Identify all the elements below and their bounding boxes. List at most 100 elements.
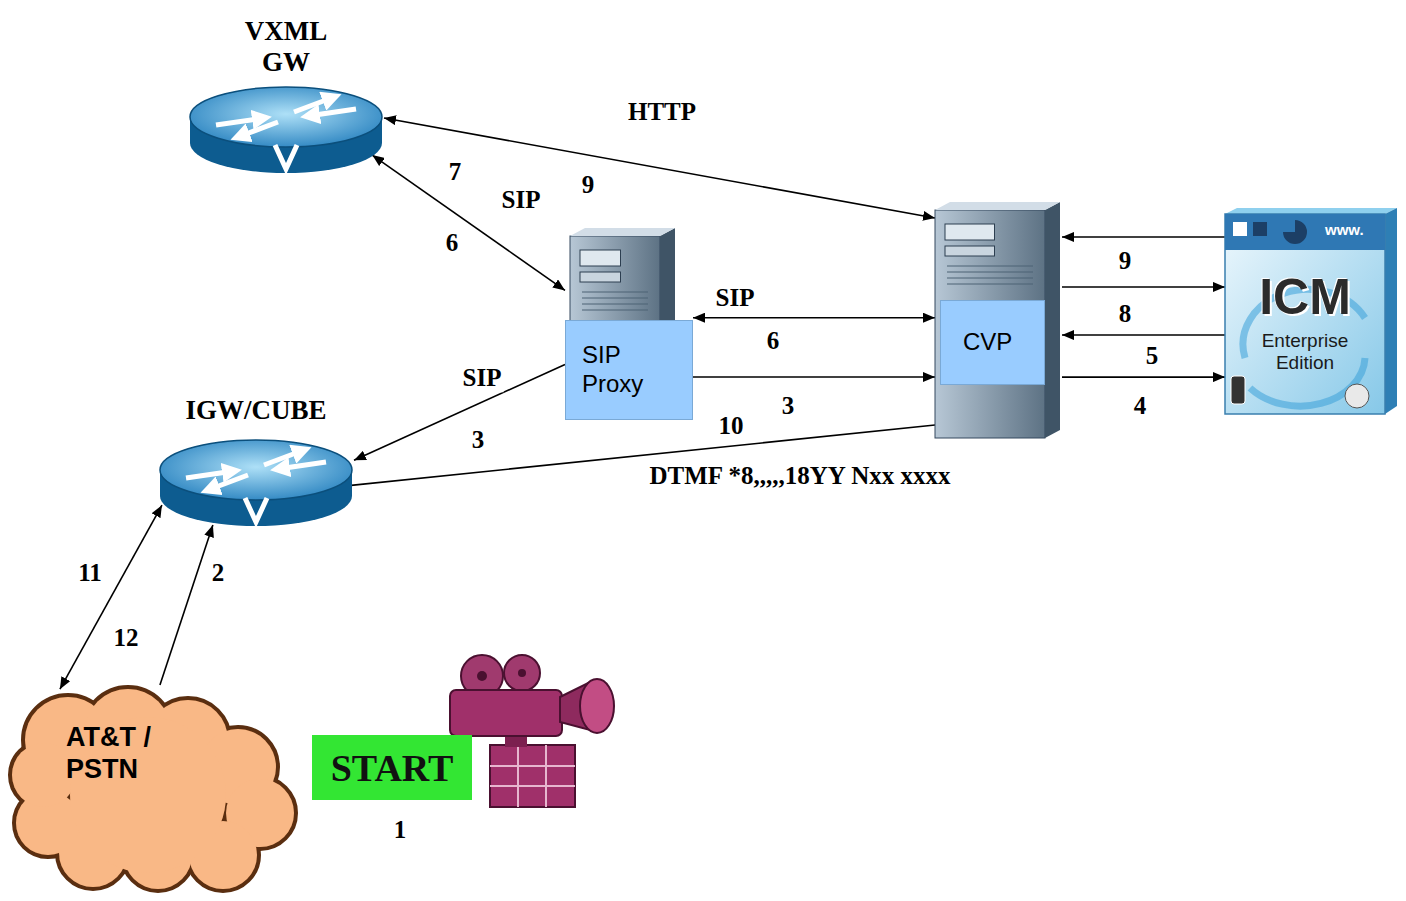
vent-line [947,272,1033,273]
edge-label: 11 [76,559,104,587]
drive-bay [580,250,621,266]
callout-number: 12 [112,624,141,652]
router-arrow [278,462,326,469]
connector [1062,286,1225,288]
gateway-router: VXML GW [188,8,384,174]
callout-number: SIP [461,364,504,392]
server-tower [565,228,693,332]
edge-label: 5 [1144,342,1161,370]
edge-label: SIP [500,186,543,214]
vent-line [947,278,1033,279]
connector [160,525,213,685]
server-name: CVP [963,328,1012,357]
tower-top [935,202,1060,210]
connector [1062,334,1225,336]
small-icon [1253,222,1267,236]
vent-line [582,304,648,305]
icon-side [1385,208,1397,414]
callout-number: 6 [444,229,461,257]
cvp-server: CVP [935,202,1062,438]
reel-hub [477,671,487,681]
case-grid [490,745,575,807]
icm-icon: www. ICM Enterprise Edition [1225,208,1397,418]
tower-side [1045,202,1060,438]
device-name: VXML GW [231,16,341,78]
router-arrow [308,109,356,116]
mail-icon [1345,384,1369,408]
connector [60,505,162,689]
start-label: START [331,746,454,790]
router-top [190,87,382,147]
server-name: SIP Proxy [582,341,682,399]
label-panel: SIP Proxy [565,320,693,420]
callout-number: 7 [447,158,464,186]
title-slot: ICM [1225,270,1385,325]
callout-number: SIP [714,284,757,312]
callout-number: 9 [580,171,597,199]
connector [1062,236,1225,238]
vent-line [582,298,648,299]
router-arrow [208,475,248,490]
router-icon [158,438,354,528]
callout-number: 10 [717,412,746,440]
router-arrow [238,122,278,137]
connector [384,118,935,218]
edge-label: 6 [765,327,782,355]
web-slot: www. [1325,221,1383,238]
camera-body [450,690,562,736]
edition-slot: Enterprise Edition [1247,330,1363,374]
edge-label: 3 [780,392,797,420]
vent-line [582,310,648,311]
edge-label: 9 [1117,247,1134,275]
small-icon [1233,222,1247,236]
tower-side [660,228,675,332]
edge-label: 3 [470,426,487,454]
router-arrow [186,471,234,478]
edge-label: HTTP [626,98,698,126]
heading-slot: VXML GW [231,16,341,78]
web-mark: www. [1325,221,1383,238]
vent-line [947,284,1033,285]
edge-label: 2 [210,559,227,587]
icon-face [1225,214,1385,414]
icon-band [1225,214,1385,250]
connector [693,317,935,319]
tower-top [570,228,675,236]
tower-front [570,236,660,332]
router-arrow [294,97,334,112]
router-top [160,440,352,500]
icon-top [1225,208,1397,214]
edge-label: 4 [1132,392,1149,420]
network-cloud: AT&T / PSTN [8,685,303,895]
cloud-shape [8,685,303,895]
vent-line [582,292,648,293]
connector [693,376,935,378]
product-name: ICM [1225,270,1385,325]
network-name: AT&T / PSTN [66,721,216,786]
drive-bay [945,246,995,256]
router-arrow [264,450,304,465]
pie-chart [1283,220,1307,244]
router-icon [188,85,384,175]
lens-front [580,679,614,733]
edge-label: DTMF *8,,,,,18YY Nxx xxxx [648,462,953,490]
edge-label: 8 [1117,300,1134,328]
device-name: IGW/CUBE [158,395,354,426]
label-panel: CVP [940,300,1045,385]
proxy-server: SIP Proxy [565,228,693,423]
router-arrow [216,118,264,125]
movie-camera [450,655,614,807]
connector [354,365,565,461]
cloud-text-slot: AT&T / PSTN [66,721,216,786]
edition-name: Enterprise Edition [1247,330,1363,374]
phone-icon [1231,376,1245,404]
drive-bay [945,224,995,240]
film-reel [504,655,540,691]
vent-line [947,266,1033,267]
camera-case [490,745,575,807]
tower-front [935,210,1045,438]
callout-number: 1 [392,816,409,844]
heading-slot: IGW/CUBE [158,395,354,426]
